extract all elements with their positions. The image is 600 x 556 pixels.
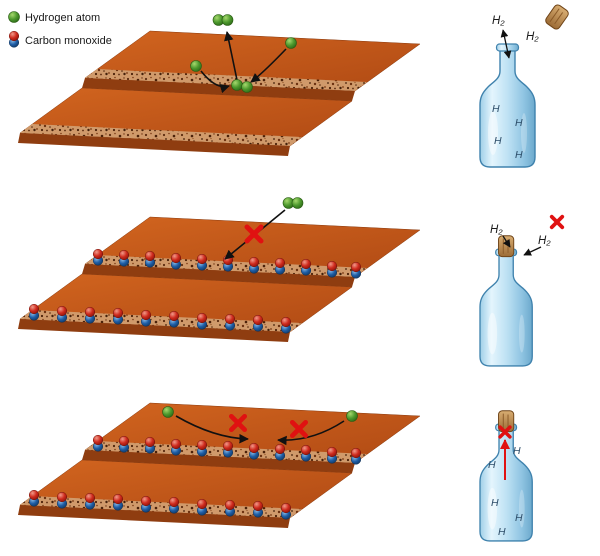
- hydrogen-atom: [285, 37, 297, 49]
- h-label: H: [515, 149, 523, 161]
- h-label: H: [494, 135, 502, 147]
- h-label: H: [488, 459, 496, 471]
- exchange-arrow: [500, 29, 512, 59]
- hydrogen-atom: [346, 410, 358, 422]
- h-label: H: [513, 445, 521, 457]
- glass-bottle: [479, 423, 533, 542]
- h2-molecule: [212, 14, 234, 26]
- blocked-x-icon: [549, 214, 565, 230]
- glass-bottle: [479, 248, 533, 367]
- h2-label: H₂: [492, 15, 505, 27]
- legend-co-label: Carbon monoxide: [25, 35, 112, 47]
- panel-co-blocked-adsorption: [17, 197, 421, 343]
- legend-hydrogen-label: Hydrogen atom: [25, 12, 100, 24]
- blocked-entry-arrow: [523, 246, 542, 256]
- carbon-monoxide-icon: [8, 30, 20, 48]
- panel-co-blocked-recombination: [17, 402, 421, 529]
- copper-stepped-surface: [17, 216, 421, 343]
- copper-stepped-surface: [17, 30, 421, 157]
- bottle-corked-scene: H₂ H₂: [479, 214, 565, 367]
- h-label: H: [498, 526, 506, 538]
- diffusion-arrow: [250, 48, 287, 83]
- desorption-arrow: [224, 31, 238, 81]
- h-label: H: [491, 497, 499, 509]
- blocked-diffusion-arrow: [175, 415, 249, 444]
- h-label: H: [515, 117, 523, 129]
- cork-in-neck: [498, 235, 515, 258]
- hydrogen-atom: [231, 79, 243, 91]
- h2-molecule: [282, 197, 304, 209]
- h2-label: H₂: [526, 31, 539, 43]
- blocked-diffusion-arrow: [277, 420, 345, 446]
- glass-bottle: [479, 43, 536, 168]
- diffusion-arrow: [200, 70, 230, 94]
- hydrogen-atom: [241, 81, 253, 93]
- blocked-entry-arrow: [502, 235, 511, 248]
- h-label: H: [492, 103, 500, 115]
- h2-label: H₂: [490, 224, 503, 236]
- copper-stepped-surface: [17, 402, 421, 529]
- panel-clean-surface: [17, 14, 421, 157]
- hydrogen-atom-icon: [8, 11, 20, 23]
- h2-label: H₂: [538, 235, 551, 247]
- hydrogen-atom: [190, 60, 202, 72]
- cork-flying: [543, 2, 571, 32]
- legend: Hydrogen atom Carbon monoxide: [8, 11, 112, 48]
- bottle-open-scene: H₂ H₂ H H H H: [479, 2, 571, 168]
- hydrogen-atom: [162, 406, 174, 418]
- h-label: H: [515, 512, 523, 524]
- bottle-trapped-scene: H H H H H: [479, 410, 533, 542]
